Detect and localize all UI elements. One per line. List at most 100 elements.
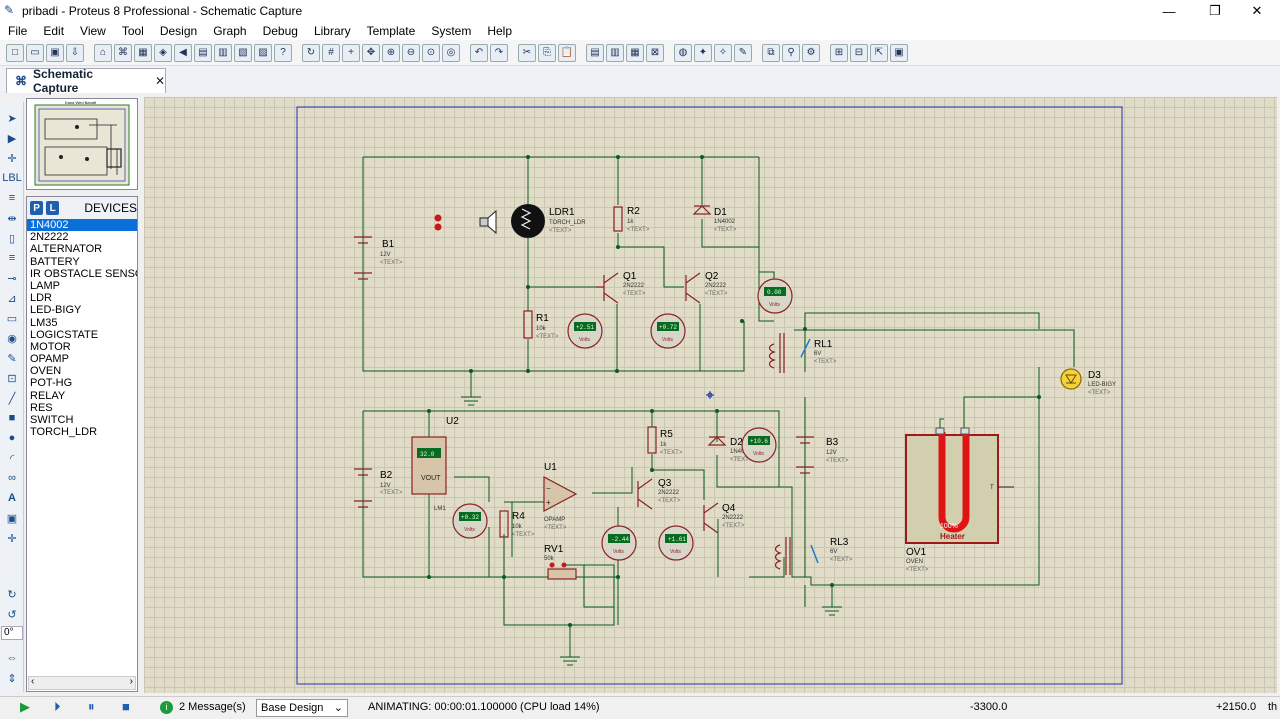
device-item[interactable]: LED-BIGY — [30, 304, 82, 317]
component-mode-icon[interactable]: ▶ — [7, 132, 17, 145]
text-script-icon[interactable]: ≡ — [8, 192, 16, 204]
device-item[interactable]: RES — [30, 401, 53, 414]
3d-icon[interactable]: ◈ — [154, 43, 172, 62]
new-icon[interactable]: □ — [6, 43, 24, 62]
home-icon[interactable]: ⌂ — [94, 43, 112, 62]
save-icon[interactable]: ▣ — [46, 43, 64, 62]
block-move-icon[interactable]: ▥ — [606, 43, 624, 62]
restore-button[interactable]: ❐ — [1209, 3, 1221, 18]
text-icon[interactable]: A — [8, 492, 16, 504]
device-item[interactable]: POT-HG — [30, 377, 73, 390]
minimize-button[interactable]: — — [1162, 3, 1176, 19]
pause-icon[interactable]: ⏸ — [88, 699, 95, 714]
device-item[interactable]: 2N2222 — [30, 231, 69, 244]
probe-icon[interactable]: ✎ — [7, 352, 17, 365]
zoom-area-icon[interactable]: ◎ — [442, 43, 460, 62]
help-icon[interactable]: ? — [274, 43, 292, 62]
library-manager-button[interactable]: L — [46, 201, 60, 215]
copy-icon[interactable]: ⎘ — [538, 43, 556, 62]
device-item[interactable]: TORCH_LDR — [30, 426, 98, 439]
origin-icon[interactable]: + — [342, 43, 360, 62]
exit-parent-icon[interactable]: ⇱ — [870, 43, 888, 62]
bom-icon[interactable]: ▥ — [214, 43, 232, 62]
make-device-icon[interactable]: ✦ — [694, 43, 712, 62]
device-item[interactable]: RELAY — [30, 389, 66, 402]
decompose-icon[interactable]: ✎ — [734, 43, 752, 62]
remove-sheet-icon[interactable]: ⊟ — [850, 43, 868, 62]
device-item[interactable]: IR OBSTACLE SENSOR — [30, 267, 137, 280]
device-list-scrollbar[interactable]: ‹ › — [28, 676, 136, 690]
info-icon[interactable]: i — [160, 701, 173, 714]
device-item[interactable]: LAMP — [30, 279, 60, 292]
menu-edit[interactable]: Edit — [43, 24, 65, 38]
pick-devices-button[interactable]: P — [30, 201, 44, 215]
property-icon[interactable]: ⚙ — [802, 43, 820, 62]
menu-debug[interactable]: Debug — [262, 24, 298, 38]
cut-icon[interactable]: ✂ — [518, 43, 536, 62]
play-icon[interactable]: ▶ — [20, 699, 30, 714]
scroll-left-icon[interactable]: ‹ — [31, 676, 35, 687]
messages-count[interactable]: 2 Message(s) — [179, 701, 246, 713]
block-copy-icon[interactable]: ▤ — [586, 43, 604, 62]
rotate-ccw-icon[interactable]: ↺ — [7, 608, 17, 621]
mirror-x-icon[interactable]: ⇔ — [6, 652, 18, 664]
scroll-right-icon[interactable]: › — [129, 676, 133, 687]
zoom-out-icon[interactable]: ⊖ — [402, 43, 420, 62]
selection-mode-icon[interactable]: ➤ — [7, 112, 17, 125]
notes-icon[interactable]: ▨ — [254, 43, 272, 62]
device-item[interactable]: LOGICSTATE — [30, 328, 99, 341]
schematic-canvas[interactable]: B1 12V <TEXT> B2 12V <TEXT> B3 12V <TEXT… — [144, 97, 1277, 693]
menu-file[interactable]: File — [8, 24, 28, 38]
box-icon[interactable]: ■ — [8, 412, 16, 424]
generator-icon[interactable]: ◉ — [7, 332, 17, 345]
menu-graph[interactable]: Graph — [213, 24, 247, 38]
device-item[interactable]: MOTOR — [30, 340, 71, 353]
device-item[interactable]: OVEN — [30, 365, 62, 378]
stop-icon[interactable]: ■ — [122, 699, 130, 714]
device-item[interactable]: ALTERNATOR — [30, 243, 103, 256]
menu-design[interactable]: Design — [159, 24, 198, 38]
menu-system[interactable]: System — [431, 24, 472, 38]
zoom-all-icon[interactable]: ⊙ — [422, 43, 440, 62]
refresh-icon[interactable]: ↻ — [302, 43, 320, 62]
arc-icon[interactable]: ◜ — [9, 452, 15, 465]
wire-autorouter-icon[interactable]: ⧉ — [762, 43, 780, 62]
tab-close-icon[interactable]: ✕ — [154, 74, 165, 88]
design-explorer-icon[interactable]: ▤ — [194, 43, 212, 62]
path-icon[interactable]: ∞ — [8, 472, 16, 484]
zoom-in-icon[interactable]: ⊕ — [382, 43, 400, 62]
device-item[interactable]: 1N4002 — [27, 219, 137, 232]
menu-view[interactable]: View — [80, 24, 106, 38]
new-sheet-icon[interactable]: ⊞ — [830, 43, 848, 62]
tab-schematic-capture[interactable]: ⌘ Schematic Capture ✕ — [6, 67, 166, 95]
report-icon[interactable]: ▣ — [890, 43, 908, 62]
block-rotate-icon[interactable]: ▦ — [626, 43, 644, 62]
symbol-icon[interactable]: ▣ — [6, 512, 18, 525]
device-item[interactable]: BATTERY — [30, 255, 80, 268]
grid-icon[interactable]: # — [322, 43, 340, 62]
subcircuit-icon[interactable]: ▯ — [8, 232, 16, 245]
pcb-icon[interactable]: ▦ — [134, 43, 152, 62]
marker-icon[interactable]: ✛ — [7, 532, 17, 545]
step-icon[interactable]: ⏵ — [54, 699, 61, 714]
mirror-y-icon[interactable]: ⇕ — [7, 672, 17, 685]
block-delete-icon[interactable]: ⊠ — [646, 43, 664, 62]
design-select[interactable]: Base Design ⌄ — [256, 699, 348, 717]
menu-template[interactable]: Template — [366, 24, 416, 38]
line-icon[interactable]: ╱ — [8, 392, 16, 405]
schematic-icon[interactable]: ⌘ — [114, 43, 132, 62]
paste-icon[interactable]: 📋 — [558, 43, 576, 62]
tape-icon[interactable]: ▭ — [6, 312, 18, 325]
search-icon[interactable]: ⚲ — [782, 43, 800, 62]
device-item[interactable]: OPAMP — [30, 353, 69, 366]
circle-icon[interactable]: ● — [8, 432, 16, 444]
close-window-button[interactable]: ✕ — [1251, 3, 1263, 18]
wire-label-icon[interactable]: LBL — [2, 172, 22, 184]
instrument-icon[interactable]: ⊡ — [7, 372, 17, 385]
open-icon[interactable]: ▭ — [26, 43, 44, 62]
menu-help[interactable]: Help — [487, 24, 513, 38]
pin-icon[interactable]: ⊸ — [7, 272, 17, 285]
undo-icon[interactable]: ↶ — [470, 43, 488, 62]
overview-window[interactable]: Kana Wed Bandit — [26, 98, 138, 190]
bus-icon[interactable]: ⇹ — [7, 212, 17, 225]
